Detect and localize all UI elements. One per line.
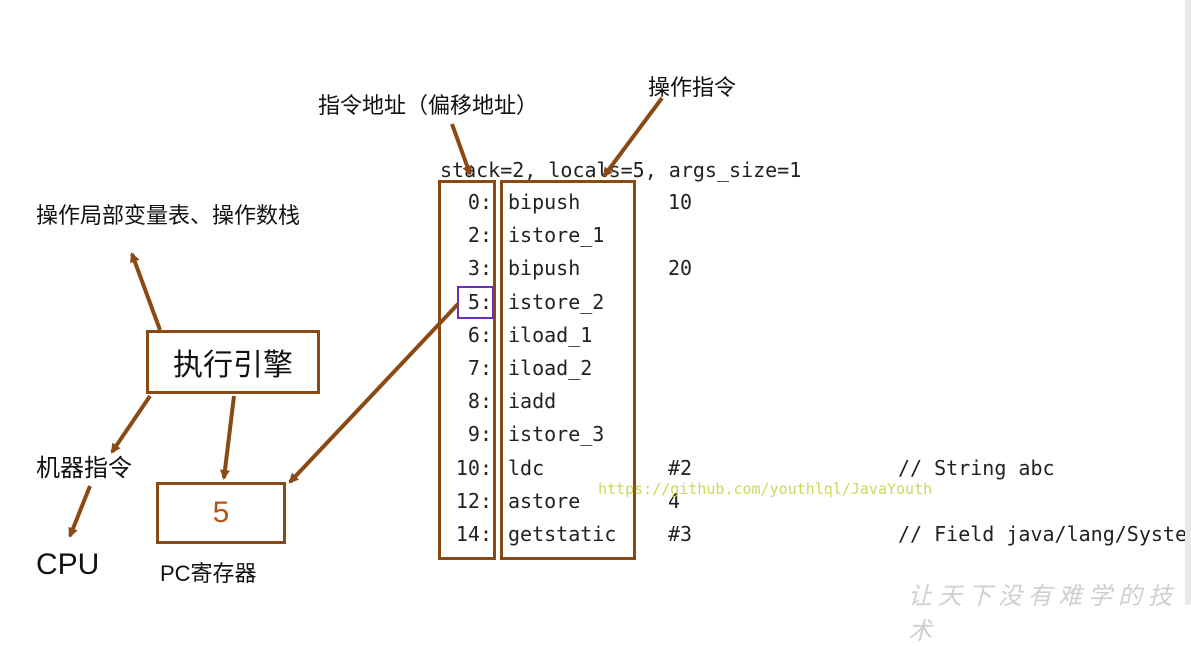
slogan-watermark: 让天下没有难学的技术 bbox=[908, 582, 1178, 645]
bytecode-argument: #3 bbox=[668, 522, 693, 546]
bytecode-address: 7: bbox=[467, 356, 492, 380]
bytecode-opcode: iadd bbox=[508, 389, 557, 414]
bytecode-argument: 10 bbox=[668, 190, 693, 214]
bytecode-argument: 4 bbox=[668, 488, 681, 513]
arrow-to-opcode bbox=[602, 96, 664, 178]
arrow-to-address bbox=[450, 123, 472, 176]
instruction-address-label: 指令地址（偏移地址） bbox=[318, 93, 539, 118]
bytecode-address: 10: bbox=[455, 455, 492, 480]
bytecode-comment: // Field java/lang/System. bbox=[898, 522, 1191, 546]
bytecode-argument: #2 bbox=[668, 455, 693, 480]
arrow-to-machine-instruction bbox=[110, 394, 152, 454]
bytecode-opcode: getstatic bbox=[508, 522, 617, 546]
bytecode-address: 14: bbox=[455, 522, 492, 546]
bytecode-comment: // String abc bbox=[898, 455, 1055, 480]
bytecode-argument: 20 bbox=[668, 256, 693, 281]
bytecode-address: 3: bbox=[467, 256, 492, 281]
right-edge-bar bbox=[1185, 0, 1191, 605]
bytecode-address: 2: bbox=[467, 223, 492, 248]
machine-instruction-label: 机器指令 bbox=[36, 455, 132, 482]
pc-register-label: PC寄存器 bbox=[160, 561, 257, 586]
bytecode-opcode: istore_2 bbox=[508, 289, 605, 314]
current-instruction-highlight bbox=[457, 286, 494, 319]
bytecode-opcode: istore_3 bbox=[508, 422, 605, 447]
bytecode-opcode: istore_1 bbox=[508, 223, 605, 248]
bytecode-opcode: ldc bbox=[508, 455, 545, 480]
bytecode-opcode: bipush bbox=[508, 256, 581, 281]
bytecode-address: 12: bbox=[455, 488, 492, 513]
bytecode-address: 0: bbox=[467, 190, 492, 214]
bytecode-address: 9: bbox=[467, 422, 492, 447]
bytecode-opcode: iload_2 bbox=[508, 356, 593, 380]
arrow-pc-to-instruction bbox=[288, 302, 460, 484]
bytecode-opcode: bipush bbox=[508, 190, 581, 214]
bytecode-opcode: astore bbox=[508, 488, 581, 513]
operate-locals-stack-label: 操作局部变量表、操作数栈 bbox=[36, 203, 301, 228]
opcode-column-box bbox=[500, 180, 636, 560]
execution-engine-box: 执行引擎 bbox=[146, 330, 320, 394]
address-column-box bbox=[438, 180, 496, 560]
operation-instruction-label: 操作指令 bbox=[648, 75, 737, 100]
cpu-label: CPU bbox=[36, 548, 100, 581]
arrow-to-cpu bbox=[68, 485, 92, 538]
bytecode-address: 6: bbox=[467, 322, 492, 347]
arrows-layer bbox=[68, 96, 664, 538]
bytecode-header: stack=2, locals=5, args_size=1 bbox=[440, 158, 802, 182]
arrow-to-pc-register bbox=[220, 395, 236, 480]
execution-engine-label: 执行引擎 bbox=[173, 349, 293, 382]
arrow-to-locals-stack bbox=[130, 252, 162, 331]
bytecode-address: 5: bbox=[467, 289, 492, 314]
bytecode-address: 8: bbox=[467, 389, 492, 414]
pc-register-box: 5 bbox=[156, 482, 286, 544]
url-watermark: https://github.com/youthlql/JavaYouth bbox=[598, 480, 933, 498]
bytecode-opcode: iload_1 bbox=[508, 322, 593, 347]
pc-register-value: 5 bbox=[212, 496, 230, 529]
